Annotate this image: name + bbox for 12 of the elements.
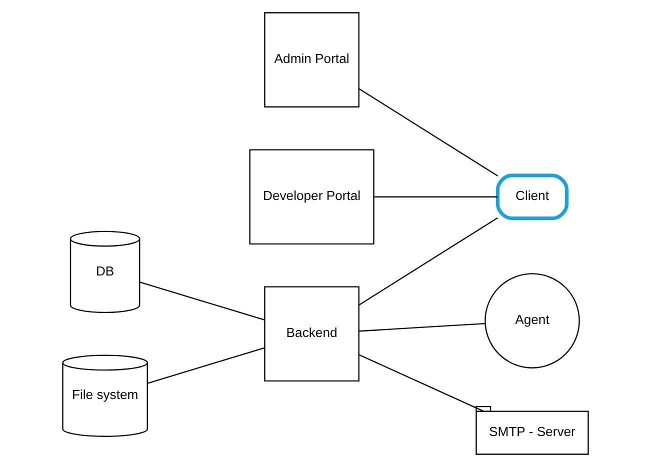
connector (140, 282, 265, 320)
node-circle: Agent (484, 273, 580, 368)
connector (374, 196, 498, 198)
node-box: Admin Portal (264, 12, 360, 108)
connector (358, 354, 484, 412)
connector (359, 322, 486, 332)
node-box: Developer Portal (249, 149, 374, 245)
connector (358, 88, 498, 176)
node-box: Backend (264, 286, 360, 382)
connector (147, 347, 265, 384)
connector (358, 217, 498, 306)
node-box: Client (496, 174, 569, 220)
